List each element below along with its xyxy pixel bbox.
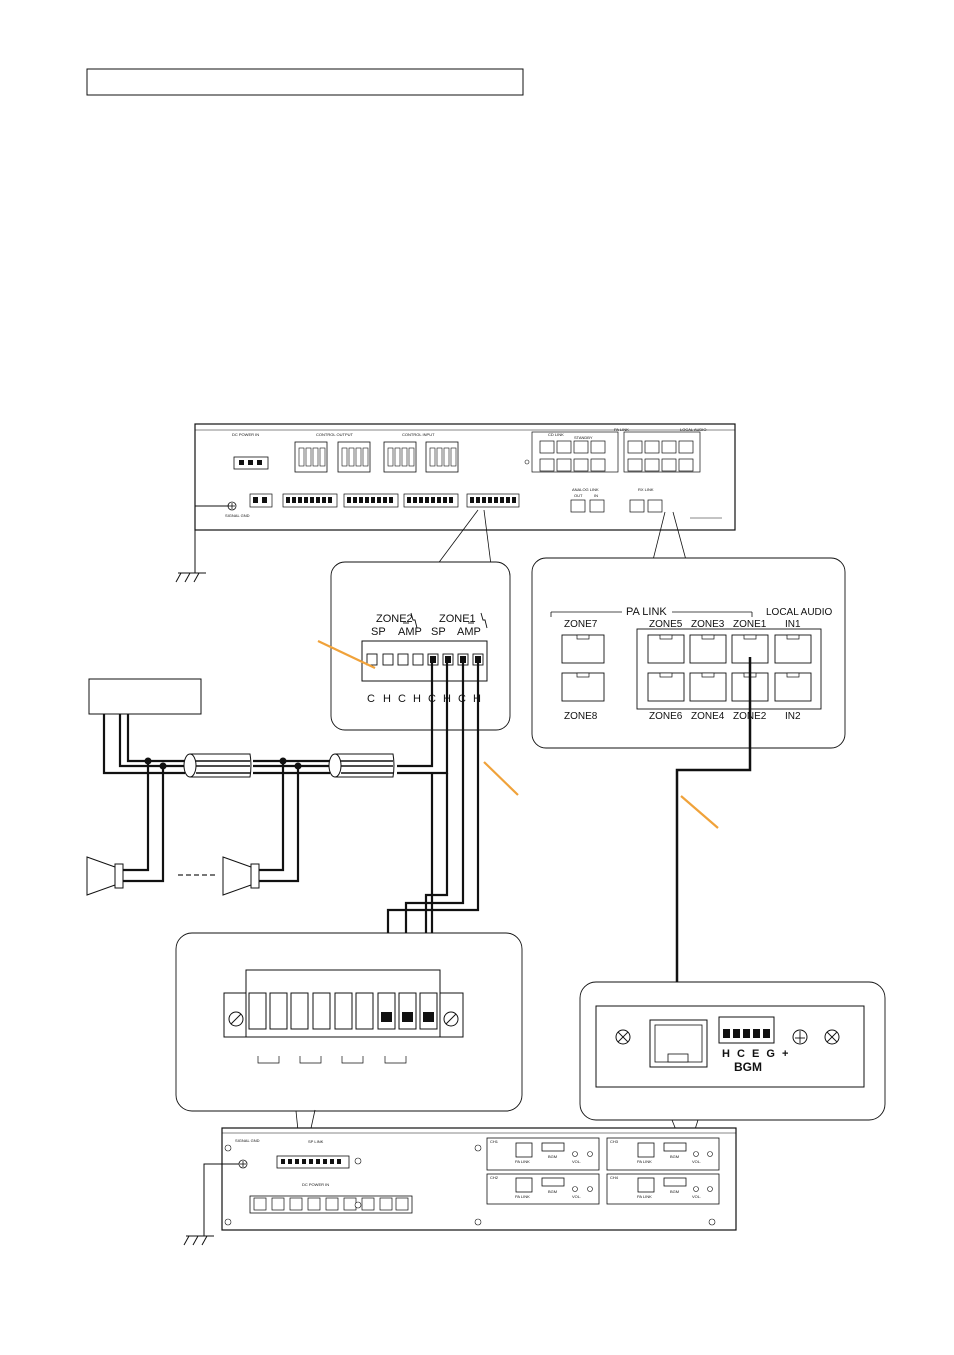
label-sp-b: SP xyxy=(431,626,446,638)
title-box xyxy=(86,68,524,96)
panel-label-analog-link: ANALOG LINK xyxy=(572,487,599,492)
pin-label: H xyxy=(473,693,481,705)
panel-label-signal-gnd-bottom: SIGNAL GND xyxy=(235,1138,260,1143)
bgm-pin-labels: H C E G + xyxy=(722,1048,791,1060)
jack-label: ZONE7 xyxy=(564,619,598,630)
jack-label: ZONE6 xyxy=(649,711,683,722)
local-audio-header: LOCAL AUDIO xyxy=(766,607,833,618)
module-ch-label: CH3 xyxy=(610,1139,619,1144)
bottom-rear-panel xyxy=(221,1127,737,1231)
jack-label: IN2 xyxy=(785,711,801,722)
ground-symbol-top xyxy=(175,505,229,583)
panel-label-out: OUT xyxy=(574,493,583,498)
jack-label: IN1 xyxy=(785,619,801,630)
panel-label-sp-link: SP LINK xyxy=(308,1139,324,1144)
label-amp-b: AMP xyxy=(457,626,481,638)
panel-label-dc-power-bottom: DC POWER IN xyxy=(302,1182,330,1187)
module-ch-label: CH4 xyxy=(610,1175,619,1180)
panel-label-standby: STANDBY xyxy=(574,435,593,440)
speaker-icon xyxy=(86,856,260,896)
jack-label: ZONE2 xyxy=(733,711,767,722)
pin-label: C xyxy=(398,693,406,705)
panel-label-in: IN xyxy=(594,493,598,498)
bgm-callout xyxy=(579,981,886,1121)
ground-symbol-bottom xyxy=(183,1163,239,1246)
module-ch-label: CH2 xyxy=(490,1175,499,1180)
pin-label: H xyxy=(443,693,451,705)
orange-pointers xyxy=(317,640,719,829)
panel-label-dc-power: DC POWER IN xyxy=(232,432,260,437)
panel-label-rx-link: RX LINK xyxy=(638,487,654,492)
terminal-callout xyxy=(330,561,511,731)
module-vol-label: VOL. xyxy=(692,1194,702,1199)
pin-label: H xyxy=(383,693,391,705)
module-pa-link-label: PA LINK xyxy=(515,1194,530,1199)
module-bgm-label: BGM xyxy=(548,1189,558,1194)
pin-label: H xyxy=(413,693,421,705)
module-bgm-label: BGM xyxy=(548,1154,558,1159)
lower-terminal-callout xyxy=(175,932,523,1112)
side-box xyxy=(88,678,202,715)
jack-label: ZONE1 xyxy=(733,619,767,630)
pin-label: C xyxy=(458,693,466,705)
module-pa-link-label: PA LINK xyxy=(637,1159,652,1164)
panel-label-pa-link: PA LINK xyxy=(614,427,629,432)
module-ch-label: CH1 xyxy=(490,1139,499,1144)
label-zone2: ZONE2 xyxy=(376,613,413,625)
panel-label-control-input: CONTROL INPUT xyxy=(402,432,435,437)
module-vol-label: VOL. xyxy=(572,1159,582,1164)
speaker-cables xyxy=(102,660,449,883)
lan-cable xyxy=(675,657,752,1042)
module-pa-link-label: PA LINK xyxy=(637,1194,652,1199)
panel-label-signal-gnd: SIGNAL GND xyxy=(225,513,250,518)
jack-label: ZONE8 xyxy=(564,711,598,722)
jack-label: ZONE5 xyxy=(649,619,683,630)
pin-label: C xyxy=(367,693,375,705)
bgm-label: BGM xyxy=(734,1060,762,1074)
panel-label-local-audio: LOCAL AUDIO xyxy=(680,427,707,432)
module-bgm-label: BGM xyxy=(670,1189,680,1194)
module-vol-label: VOL. xyxy=(692,1159,702,1164)
pa-link-callout xyxy=(531,557,846,749)
panel-label-control-output: CONTROL OUTPUT xyxy=(316,432,353,437)
jack-label: ZONE4 xyxy=(691,711,725,722)
module-bgm-label: BGM xyxy=(670,1154,680,1159)
label-amp-a: AMP xyxy=(398,626,422,638)
label-sp-a: SP xyxy=(371,626,386,638)
jack-label: ZONE3 xyxy=(691,619,725,630)
pa-link-header: PA LINK xyxy=(626,606,667,618)
callout-lines-top xyxy=(436,509,687,566)
panel-label-cd-link: CD LINK xyxy=(548,432,564,437)
label-zone1: ZONE1 xyxy=(439,613,476,625)
pin-label: C xyxy=(428,693,436,705)
module-vol-label: VOL. xyxy=(572,1194,582,1199)
top-rear-panel xyxy=(194,423,736,531)
module-pa-link-label: PA LINK xyxy=(515,1159,530,1164)
